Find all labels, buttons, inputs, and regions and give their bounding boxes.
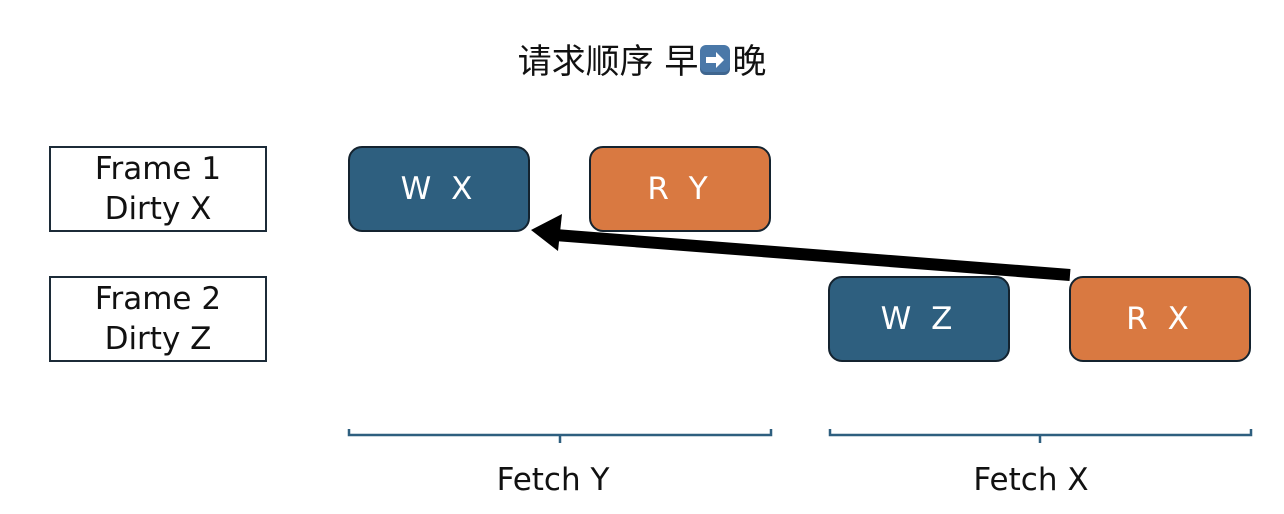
arrowhead-icon xyxy=(531,214,562,251)
request-read-y: R Y xyxy=(589,146,771,232)
request-write-x: W X xyxy=(348,146,530,232)
frame-1-box: Frame 1 Dirty X xyxy=(49,146,267,232)
fetch-x-bracket xyxy=(828,429,1253,443)
frame-1-label: Frame 1 xyxy=(94,151,222,187)
request-label: W X xyxy=(400,171,478,207)
frame-2-label: Frame 2 xyxy=(94,281,222,317)
dependency-arrow-line xyxy=(554,229,1071,281)
request-write-z: W Z xyxy=(828,276,1010,362)
request-read-x: R X xyxy=(1069,276,1251,362)
dependency-arrow xyxy=(531,214,1071,281)
title-text-after: 晚 xyxy=(732,42,767,82)
request-label: W Z xyxy=(880,301,958,337)
fetch-x-label: Fetch X xyxy=(973,462,1089,498)
right-arrow-icon xyxy=(700,45,731,75)
fetch-y-label: Fetch Y xyxy=(496,462,610,498)
fetch-y-bracket xyxy=(347,429,773,443)
diagram-title: 请求顺序 早晚 xyxy=(0,34,1284,83)
request-label: R Y xyxy=(647,171,713,207)
frame-2-box: Frame 2 Dirty Z xyxy=(49,276,267,362)
request-label: R X xyxy=(1126,301,1194,337)
frame-2-dirty: Dirty Z xyxy=(104,321,212,357)
frame-1-dirty: Dirty X xyxy=(104,191,212,227)
title-text-before: 请求顺序 早 xyxy=(517,42,699,82)
